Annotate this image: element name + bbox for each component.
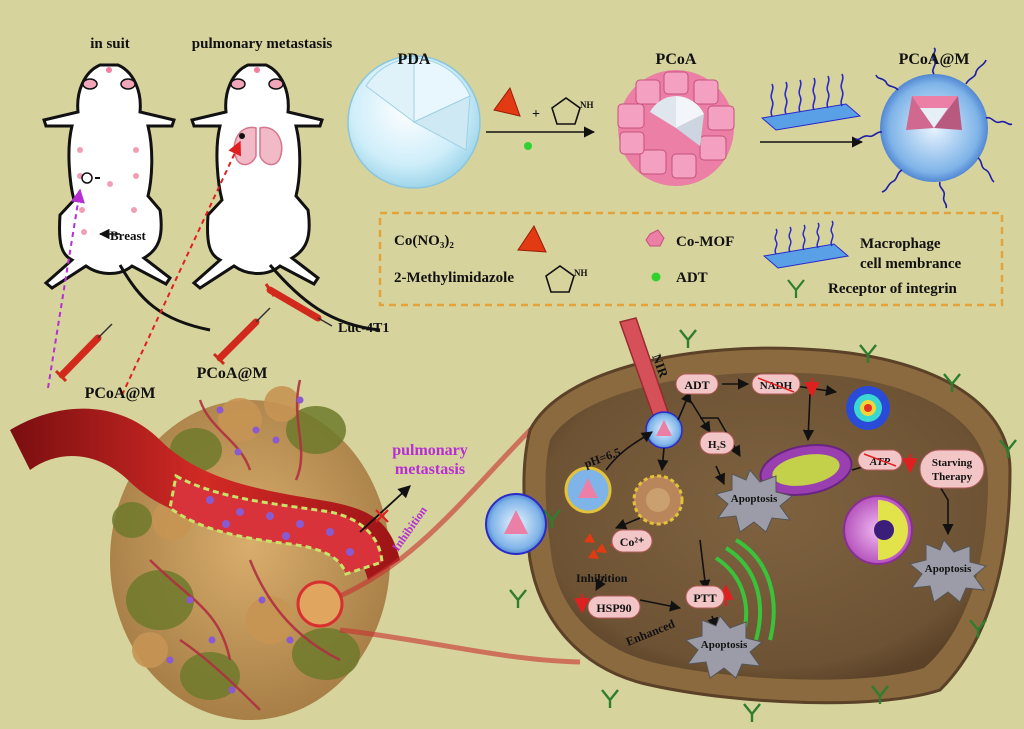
adt-dot-icon bbox=[651, 272, 661, 282]
pill-hsp90: HSP90 bbox=[587, 595, 641, 619]
svg-text:H₂S: H₂S bbox=[708, 439, 726, 451]
apoptosis-burst-1: Apoptosis bbox=[714, 469, 794, 533]
membrane-sheet bbox=[760, 73, 864, 148]
svg-text:ATP: ATP bbox=[869, 456, 890, 468]
receptor-icon bbox=[787, 279, 805, 298]
legend-receptor: Receptor of integrin bbox=[828, 281, 958, 297]
pill-starving: Starving Therapy bbox=[919, 449, 985, 489]
label-pcoa-m: PCoA@M bbox=[899, 51, 970, 68]
blood-vessel bbox=[10, 408, 400, 628]
legend-methylimidazole: 2-Methylimidazole bbox=[394, 270, 514, 286]
legend-adt: ADT bbox=[676, 270, 708, 286]
legend-cobalt-nitrate: Co(NO₃)₂ bbox=[394, 233, 454, 249]
legend-box: Co(NO₃)₂ 2-Methylimidazole NH Co-MOF ADT… bbox=[378, 211, 1004, 307]
label-metastasis: metastasis bbox=[395, 461, 465, 478]
svg-text:ADT: ADT bbox=[684, 378, 709, 392]
imidazole-ring-icon bbox=[545, 265, 575, 293]
syringe-right bbox=[264, 283, 333, 327]
co-mof-icon bbox=[645, 229, 665, 247]
label-breast: Breast bbox=[110, 228, 147, 243]
label-inhibition-side: Inhibition bbox=[389, 503, 430, 553]
triangle-icon bbox=[517, 224, 547, 253]
pill-atp: ATP bbox=[857, 449, 903, 471]
red-updown-arrows bbox=[574, 378, 918, 614]
nanoparticle-degrading bbox=[632, 474, 684, 526]
label-pda: PDA bbox=[398, 51, 431, 68]
pill-adt: ADT bbox=[675, 373, 719, 395]
label-in-suit: in suit bbox=[90, 36, 130, 52]
pcoa-particle bbox=[617, 70, 735, 186]
receptors bbox=[509, 329, 1017, 722]
pill-ptt: PTT bbox=[685, 585, 725, 609]
membrane-icon bbox=[762, 220, 850, 269]
svg-text:+: + bbox=[532, 107, 540, 122]
svg-text:Apoptosis: Apoptosis bbox=[731, 493, 778, 505]
legend-membrane-line1: Macrophage bbox=[860, 236, 941, 252]
syringe-left bbox=[54, 323, 113, 383]
svg-text:Apoptosis: Apoptosis bbox=[925, 563, 972, 575]
reagent-add: + NH bbox=[486, 86, 596, 150]
pill-h2s: H₂S bbox=[699, 431, 735, 455]
label-luc-4t1: Luc-4T1 bbox=[338, 321, 389, 336]
apoptosis-burst-2: Apoptosis bbox=[908, 539, 988, 603]
svg-text:Starving: Starving bbox=[932, 457, 973, 469]
svg-text:Apoptosis: Apoptosis bbox=[701, 639, 748, 651]
label-pcoa-m-right: PCoA@M bbox=[197, 365, 268, 382]
svg-text:Co²⁺: Co²⁺ bbox=[620, 535, 645, 549]
nanoparticle-endosome bbox=[564, 466, 612, 514]
svg-text:PTT: PTT bbox=[693, 591, 716, 605]
label-inhibition-cell: Inhibition bbox=[576, 571, 628, 585]
inhibition-arrow bbox=[359, 485, 411, 533]
label-pcoa: PCoA bbox=[656, 51, 697, 68]
purple-tracking-line bbox=[47, 188, 85, 389]
label-pulmonary: pulmonary bbox=[392, 442, 468, 459]
apoptosis-burst-3: Apoptosis bbox=[684, 615, 764, 679]
nucleus bbox=[843, 495, 913, 565]
pda-sphere bbox=[347, 55, 481, 189]
nanoparticle-nir bbox=[645, 411, 683, 449]
pill-nadh: NADH bbox=[751, 373, 801, 395]
svg-text:NH: NH bbox=[580, 100, 594, 110]
thermal-image bbox=[846, 386, 890, 430]
svg-text:HSP90: HSP90 bbox=[596, 601, 631, 615]
tumor-to-cell-connectors bbox=[338, 418, 581, 665]
label-pulmonary-metastasis: pulmonary metastasis bbox=[192, 36, 333, 52]
red-tracking-line bbox=[121, 140, 242, 396]
pcoa-m-particle bbox=[855, 47, 1013, 209]
mitochondrion bbox=[759, 444, 853, 496]
legend-co-mof: Co-MOF bbox=[676, 234, 734, 250]
svg-text:Therapy: Therapy bbox=[932, 471, 973, 483]
svg-text:NH: NH bbox=[574, 268, 588, 278]
pill-co2: Co²⁺ bbox=[611, 529, 653, 553]
mouse-left bbox=[42, 63, 211, 332]
label-pcoa-m-left: PCoA@M bbox=[85, 385, 156, 402]
legend-membrane-line2: cell membrance bbox=[860, 256, 962, 272]
nanoparticle-outside bbox=[485, 493, 547, 555]
syringe-middle bbox=[212, 307, 271, 366]
